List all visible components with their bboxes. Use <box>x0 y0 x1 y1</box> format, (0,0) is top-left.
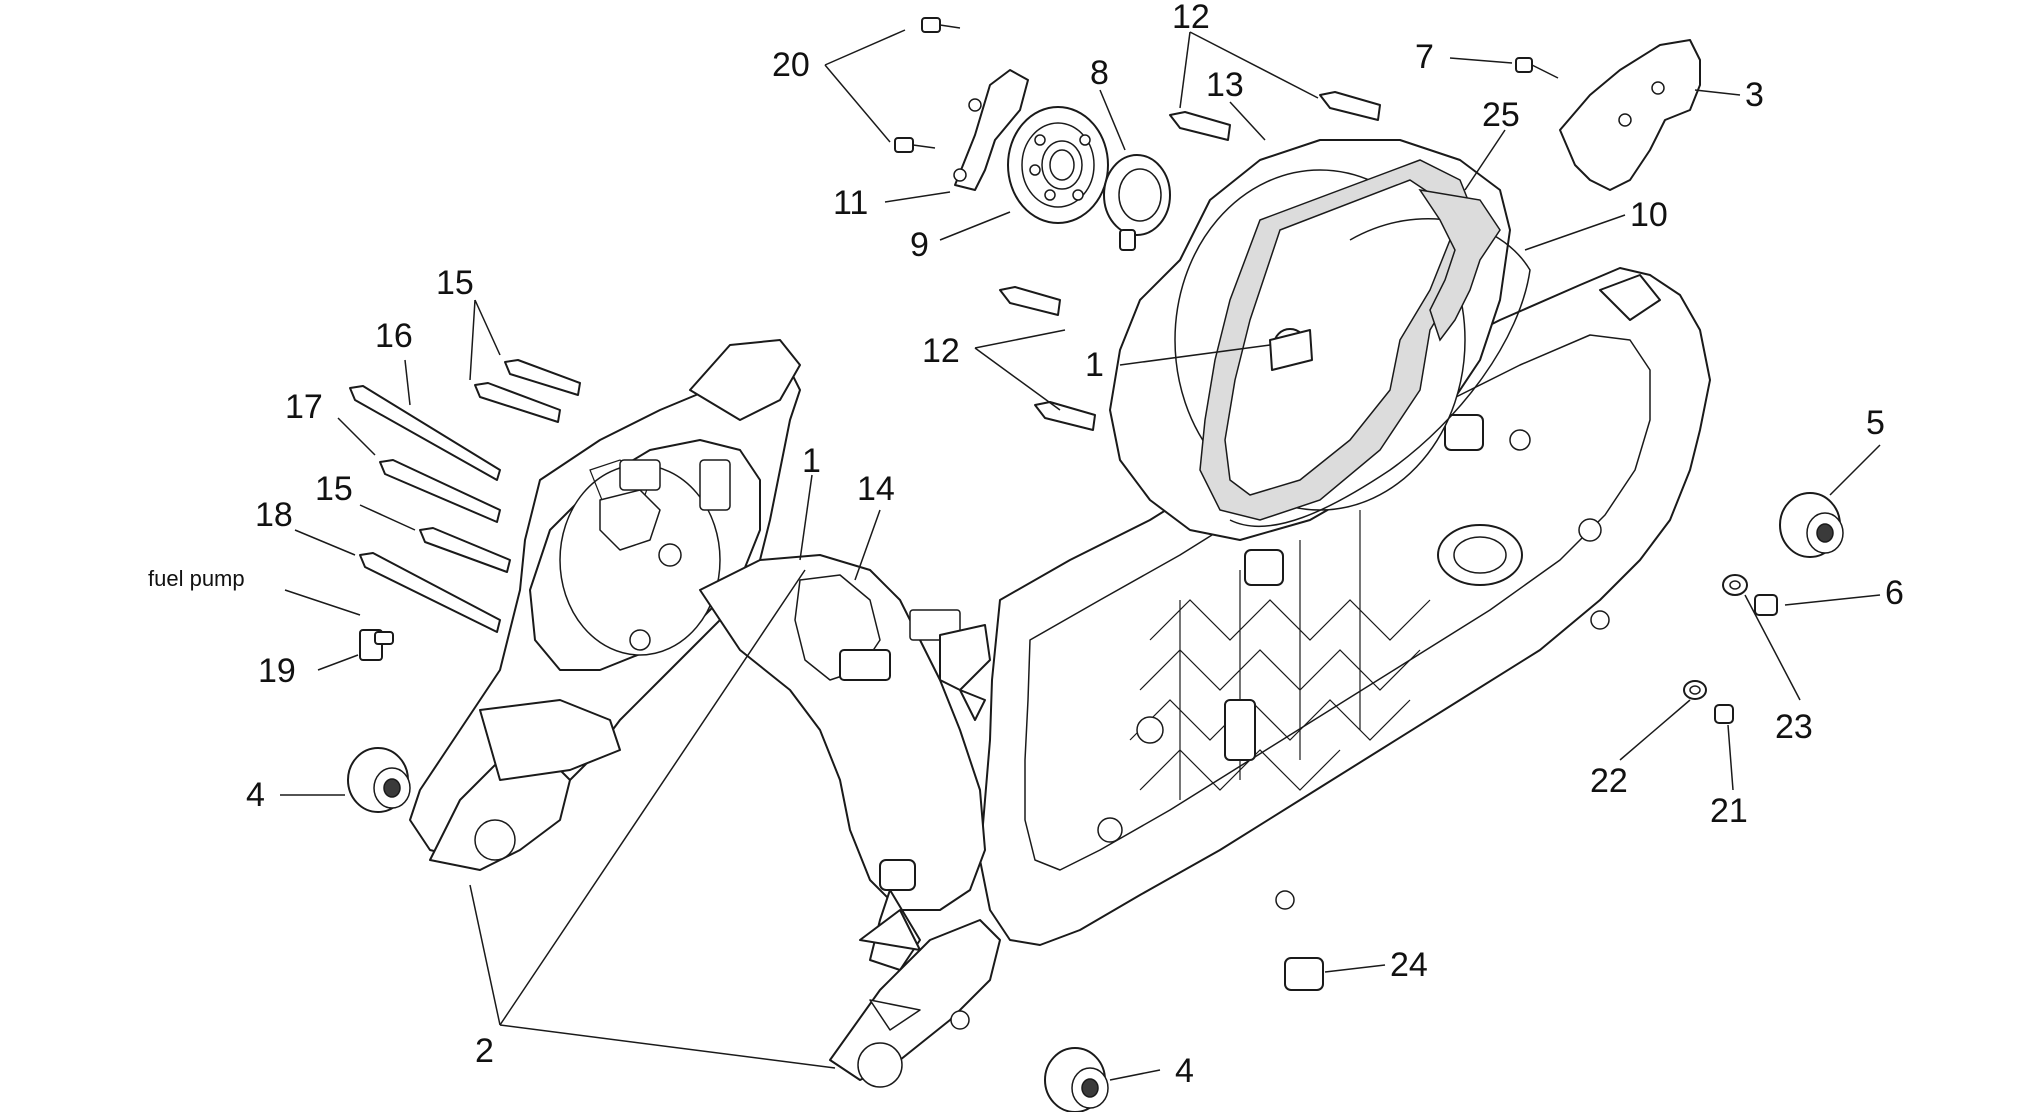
callout-21: 21 <box>1710 792 1748 830</box>
callout-15-top: 15 <box>436 264 474 302</box>
callout-10: 10 <box>1630 196 1668 234</box>
callout-14: 14 <box>857 470 895 508</box>
callout-12-mid: 12 <box>922 332 960 370</box>
callout-3: 3 <box>1745 76 1764 114</box>
callout-labels: 20 11 9 8 12 13 7 3 25 10 12 1 15 16 17 … <box>148 0 1904 1090</box>
callout-17: 17 <box>285 388 323 426</box>
lower-link <box>829 909 1001 1088</box>
callout-7: 7 <box>1415 38 1434 76</box>
callout-9: 9 <box>910 226 929 264</box>
callout-fuel-pump: fuel pump <box>148 566 245 591</box>
callout-4-bottom: 4 <box>1175 1052 1194 1090</box>
callout-13: 13 <box>1206 66 1244 104</box>
callout-25: 25 <box>1482 96 1520 134</box>
callout-8: 8 <box>1090 54 1109 92</box>
cover-plate-3 <box>1559 39 1701 191</box>
callout-1-top: 1 <box>802 442 821 480</box>
left-crankcase <box>409 339 801 871</box>
callout-24: 24 <box>1390 946 1428 984</box>
callout-6: 6 <box>1885 574 1904 612</box>
callout-12-top: 12 <box>1172 0 1210 36</box>
callout-20: 20 <box>772 46 810 84</box>
callout-19: 19 <box>258 652 296 690</box>
callout-16: 16 <box>375 317 413 355</box>
bolts <box>349 17 1559 633</box>
callout-15-mid: 15 <box>315 470 353 508</box>
main-crankcase <box>979 267 1711 946</box>
leader-lines <box>280 29 1881 1081</box>
small-parts <box>347 492 1844 1112</box>
callout-5: 5 <box>1866 404 1885 442</box>
round-cover <box>1109 139 1511 541</box>
callout-23: 23 <box>1775 708 1813 746</box>
gaskets <box>1229 188 1531 528</box>
callout-4-left: 4 <box>246 776 265 814</box>
callout-2: 2 <box>475 1032 494 1070</box>
callout-18: 18 <box>255 496 293 534</box>
callout-11: 11 <box>833 184 868 222</box>
center-section <box>699 554 991 971</box>
callout-22: 22 <box>1590 762 1628 800</box>
callout-1-mid: 1 <box>1085 346 1104 384</box>
bearing-seal-group <box>953 69 1171 251</box>
